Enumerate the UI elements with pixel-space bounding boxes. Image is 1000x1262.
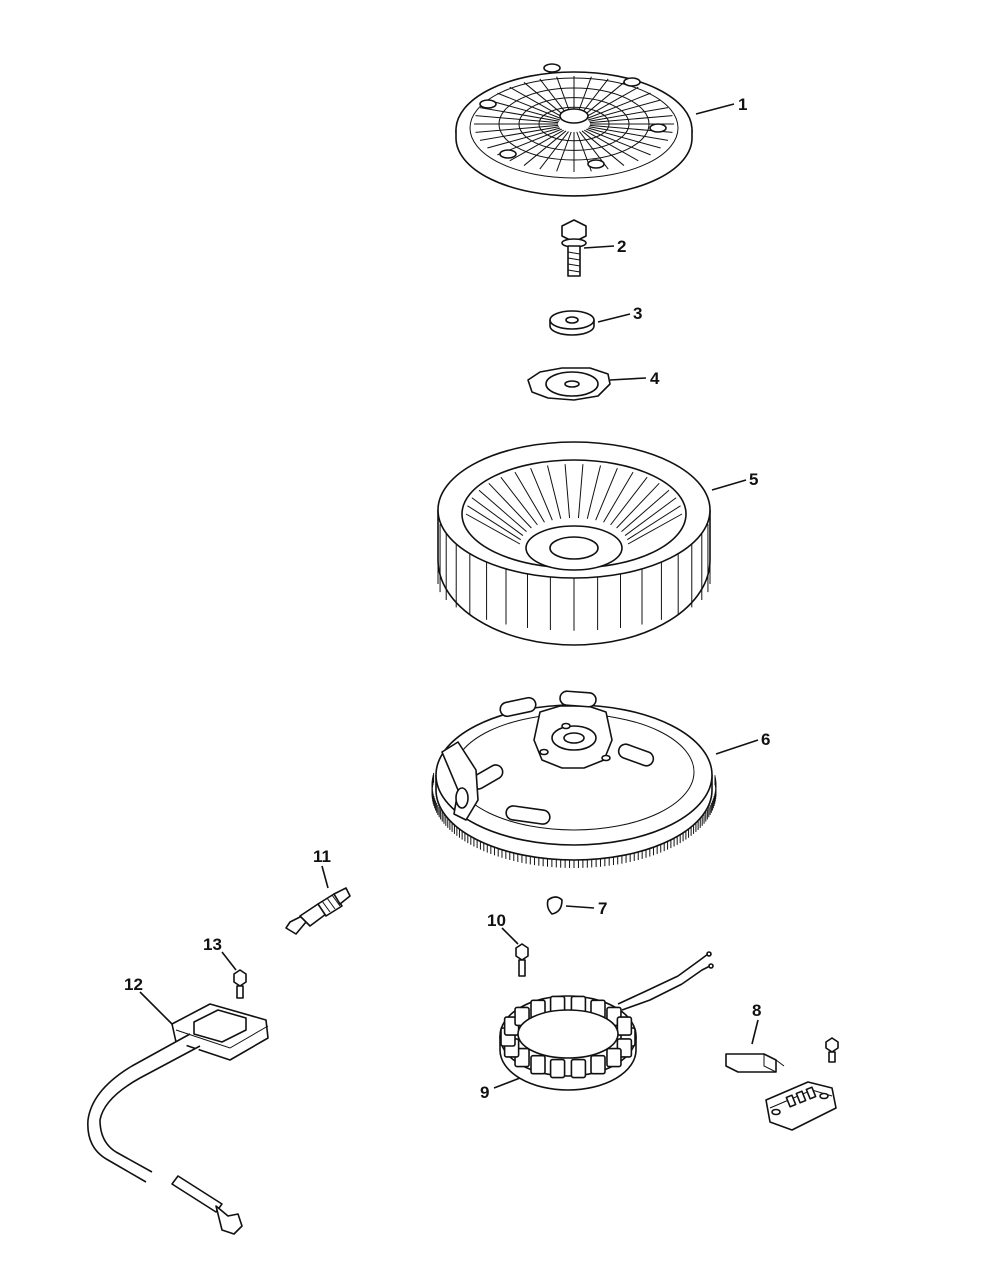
callout-4: 4 <box>650 369 660 388</box>
callout-5: 5 <box>749 470 758 489</box>
leader-4 <box>609 377 647 381</box>
leader-9 <box>493 1077 521 1089</box>
callout-7: 7 <box>598 899 607 918</box>
leader-13 <box>221 951 237 971</box>
part-3-washer[interactable] <box>549 310 595 336</box>
part-9-stator[interactable] <box>499 951 714 1091</box>
leader-6 <box>715 739 759 755</box>
part-2-flywheel-bolt[interactable] <box>561 219 587 277</box>
callout-leaders <box>139 103 759 1089</box>
callout-6: 6 <box>761 730 770 749</box>
callout-8: 8 <box>752 1001 761 1020</box>
callout-13: 13 <box>203 935 222 954</box>
part-1-grass-screen[interactable] <box>455 63 693 197</box>
callout-2: 2 <box>617 237 626 256</box>
leader-11 <box>321 865 329 889</box>
leader-10 <box>501 927 519 945</box>
callout-1: 1 <box>738 95 747 114</box>
part-10-stator-screw[interactable] <box>515 943 529 977</box>
callout-12: 12 <box>124 975 143 994</box>
leader-5 <box>711 479 747 491</box>
part-13-coil-screw[interactable] <box>233 969 247 999</box>
part-7-flywheel-key[interactable] <box>546 896 563 915</box>
callout-labels: 1 2 3 4 5 6 7 8 9 10 11 12 13 <box>124 95 770 1102</box>
part-6-flywheel[interactable] <box>431 690 717 868</box>
leader-8 <box>751 1019 759 1045</box>
callout-9: 9 <box>480 1083 489 1102</box>
leader-3 <box>597 313 631 323</box>
regulator-screw[interactable] <box>825 1037 839 1063</box>
callout-3: 3 <box>633 304 642 323</box>
part-11-spark-plug[interactable] <box>285 887 351 935</box>
part-12-ignition-coil[interactable] <box>87 1003 269 1235</box>
leader-7 <box>565 905 595 909</box>
part-8-regulator[interactable] <box>725 1053 837 1131</box>
callout-10: 10 <box>487 911 506 930</box>
part-5-flywheel-fan[interactable] <box>437 441 711 646</box>
part-4-starter-cup[interactable] <box>527 367 611 401</box>
leader-12 <box>139 991 173 1025</box>
leader-2 <box>583 245 615 249</box>
callout-11: 11 <box>313 847 331 866</box>
leader-1 <box>695 103 735 115</box>
